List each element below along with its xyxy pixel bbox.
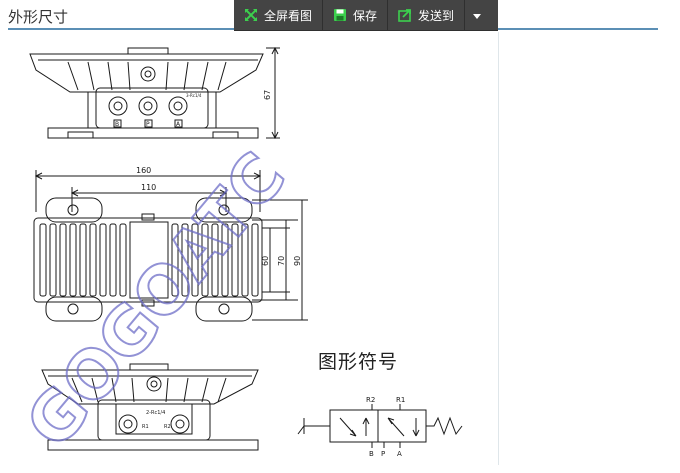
symbol-r2: R2 (366, 396, 375, 404)
floppy-disk-icon (333, 8, 347, 22)
fullscreen-label: 全屏看图 (264, 8, 313, 23)
fullscreen-button[interactable]: 全屏看图 (234, 0, 324, 30)
bottom-view (41, 363, 259, 451)
side-view (29, 46, 280, 140)
save-button[interactable]: 保存 (323, 0, 389, 30)
image-toolbar: 全屏看图 保存 发送到 (234, 0, 498, 31)
send-to-button[interactable]: 发送到 (388, 0, 466, 30)
symbol-b: B (369, 450, 374, 458)
top-height-70: 70 (277, 256, 286, 266)
side-height-dim: 67 (263, 90, 272, 100)
save-label: 保存 (353, 8, 378, 23)
bottom-r2: R2 (164, 424, 171, 430)
bottom-r1: R1 (142, 424, 149, 430)
expand-icon (244, 8, 258, 22)
top-height-90: 90 (293, 256, 302, 266)
top-view (33, 170, 308, 322)
symbol-title: 图形符号 (318, 351, 399, 373)
page-heading: 外形尺寸 (8, 8, 69, 26)
side-port-p: P (146, 121, 150, 128)
symbol-r1: R1 (396, 396, 405, 404)
side-port-b: B (115, 121, 119, 128)
valve-symbol (297, 404, 463, 448)
share-icon (398, 8, 412, 22)
side-port-note: 3-Rc1/4 (186, 93, 202, 98)
side-port-a: A (176, 121, 181, 128)
caret-down-icon (472, 6, 482, 25)
technical-drawing: 3-Rc1/4 B P A 67 (8, 32, 499, 465)
bottom-port-note: 2-Rc1/4 (146, 410, 165, 416)
top-width-inner: 110 (141, 183, 156, 192)
symbol-a: A (397, 450, 402, 458)
symbol-p: P (381, 450, 385, 458)
top-height-60: 60 (261, 256, 270, 266)
top-width-overall: 160 (136, 166, 151, 175)
send-to-dropdown[interactable] (465, 0, 489, 30)
send-to-label: 发送到 (418, 8, 455, 23)
